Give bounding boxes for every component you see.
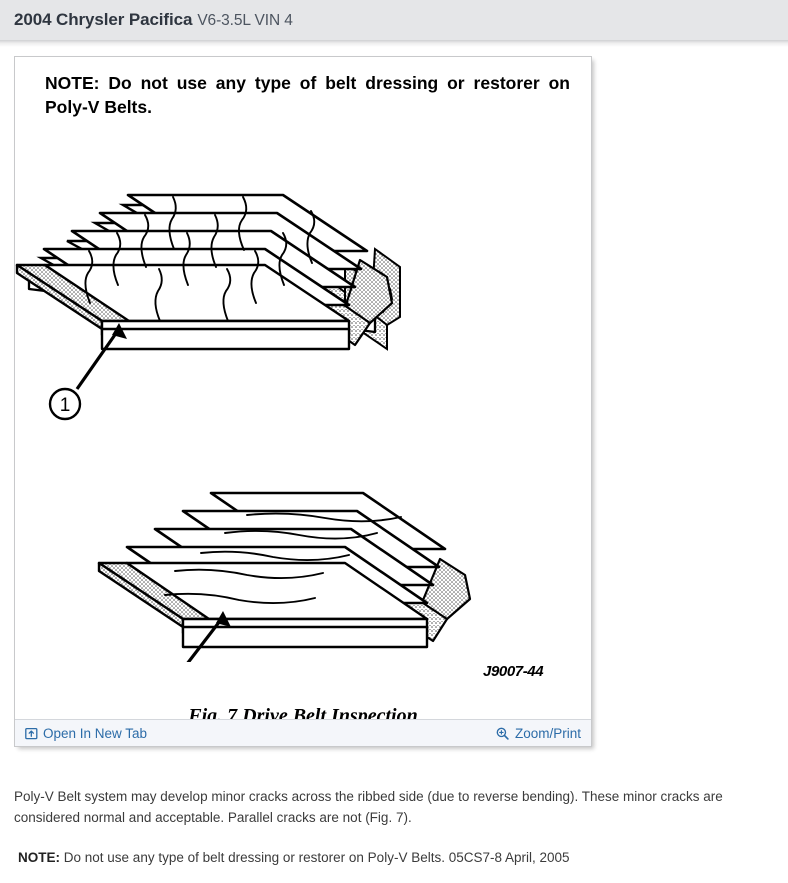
body-note-text: Do not use any type of belt dressing or …: [63, 850, 570, 865]
belt-parallel-cracks: [97, 491, 472, 649]
figure-note-text: NOTE: Do not use any type of belt dressi…: [45, 73, 570, 117]
open-in-new-tab-label: Open In New Tab: [43, 725, 148, 741]
open-in-new-tab-button[interactable]: Open In New Tab: [15, 726, 147, 741]
body-paragraph: Poly-V Belt system may develop minor cra…: [14, 789, 723, 825]
open-in-new-tab-icon: [24, 726, 38, 740]
vehicle-name: 2004 Chrysler Pacifica: [14, 10, 193, 29]
figure-viewport: NOTE: Do not use any type of belt dressi…: [15, 57, 591, 719]
figure-caption: Fig. 7 Drive Belt Inspection: [188, 705, 418, 719]
body-note: NOTE: Do not use any type of belt dressi…: [18, 848, 770, 868]
figure-toolbar: Open In New Tab Zoom/Print: [15, 719, 591, 746]
magnifier-plus-icon: [496, 726, 510, 740]
zoom-print-button[interactable]: Zoom/Print: [496, 726, 591, 741]
callout-1-label: 1: [60, 395, 71, 416]
body-note-label: NOTE:: [18, 850, 60, 865]
drawing-code-label: J9007-44: [483, 663, 544, 680]
callout-1: 1: [48, 323, 127, 421]
header-shadow: [0, 40, 788, 47]
engine-spec: V6-3.5L VIN 4: [197, 12, 293, 29]
figure-panel: NOTE: Do not use any type of belt dressi…: [14, 56, 592, 747]
callout-2: 2: [186, 611, 231, 662]
drive-belt-diagram: 1: [15, 117, 591, 662]
belt-1-clean: [15, 193, 394, 351]
zoom-print-label: Zoom/Print: [514, 725, 581, 741]
